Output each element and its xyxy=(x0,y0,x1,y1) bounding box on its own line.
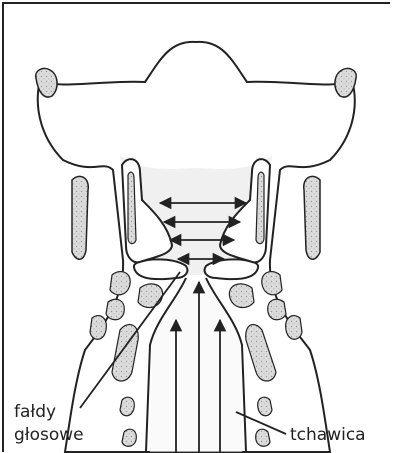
right-cartilage-blob-3 xyxy=(268,299,286,320)
right-trachea-ring-2 xyxy=(256,429,270,446)
left-cartilage-blob-4 xyxy=(90,316,106,340)
left-cartilage-blob-1 xyxy=(110,272,130,295)
right-cartilage-blob-1 xyxy=(262,272,282,295)
right-trachea-ring-1 xyxy=(258,397,272,416)
vocal-folds-label-line1: fałdy xyxy=(14,404,56,421)
right-cartilage-blob-2 xyxy=(229,284,254,308)
left-trachea-ring-1 xyxy=(120,397,134,416)
left-trachea-ring-2 xyxy=(122,429,136,446)
right-vocal-fold xyxy=(205,259,258,279)
left-cartilage-blob-2 xyxy=(138,284,163,308)
right-thyroid-cartilage xyxy=(304,176,320,259)
right-cartilage-blob-4 xyxy=(286,316,302,340)
left-vocal-fold xyxy=(134,259,187,279)
trachea-label: tchawica xyxy=(290,427,366,444)
left-cartilage-blob-3 xyxy=(106,299,124,320)
vocal-folds-label-line2: głosowe xyxy=(14,427,84,444)
left-thyroid-cartilage xyxy=(72,176,88,259)
